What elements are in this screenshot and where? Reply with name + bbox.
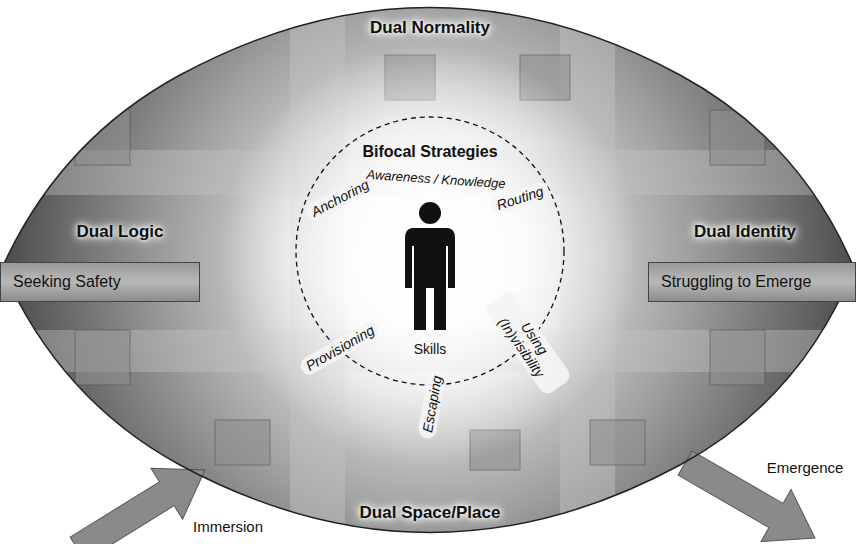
stage-label: Immersion [193,518,263,535]
band-box: Struggling to Emerge [648,262,856,302]
awareness-label: Awareness / Knowledge [366,168,506,193]
emergence-arrow [670,437,830,544]
strategy-label: Escaping [417,368,447,440]
band-text: Seeking Safety [13,273,121,291]
dimension-label: Dual Logic [77,222,164,242]
dimension-label: Dual Identity [694,222,796,242]
person-figure [405,228,455,330]
strategies-heading: Bifocal Strategies [362,143,497,161]
band-box: Seeking Safety [0,262,200,302]
skills-label: Skills [414,341,447,357]
person-head [419,202,441,224]
strategy-circle: Bifocal StrategiesAnchoringAwareness / K… [295,116,565,386]
strategy-label: Provisioning [297,318,382,378]
dimension-label: Dual Space/Place [360,503,501,523]
stage-label: Emergence [767,459,844,476]
dimension-label: Dual Normality [370,18,490,38]
band-text: Struggling to Emerge [661,273,811,291]
strategy-label: Using (In)visibility [483,289,573,397]
